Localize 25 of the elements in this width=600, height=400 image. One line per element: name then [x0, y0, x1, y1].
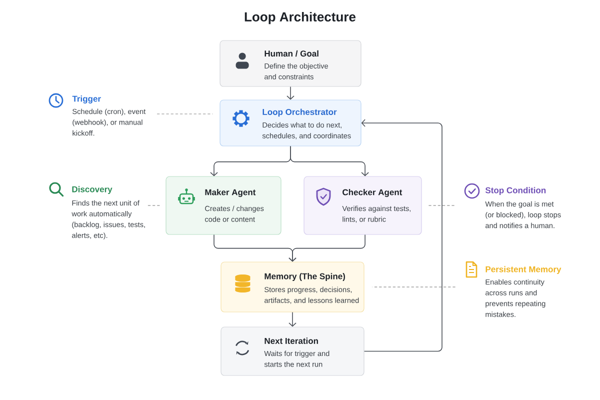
note-title: Discovery	[72, 186, 112, 194]
note-title: Stop Condition	[485, 187, 546, 195]
process-box	[220, 100, 362, 146]
note-title: Trigger	[72, 96, 101, 104]
box-title: Memory (The Spine)	[264, 273, 345, 281]
process-box	[220, 326, 364, 376]
box-title: Loop Orchestrator	[262, 108, 337, 117]
box-title: Next Iteration	[264, 338, 318, 344]
box-title: Checker Agent	[342, 189, 402, 197]
note-title: Persistent Memory	[486, 266, 562, 274]
dashed-line	[372, 286, 456, 288]
box-title: Human / Goal	[264, 50, 318, 57]
arrow	[361, 119, 442, 352]
process-box	[304, 176, 422, 235]
arrow	[290, 146, 369, 176]
dashed-line	[427, 205, 455, 206]
dashed-line	[148, 205, 160, 206]
process-box	[166, 176, 282, 235]
arrow	[288, 234, 366, 262]
arrow	[288, 312, 296, 327]
process-box	[220, 40, 362, 87]
diagram-title: Loop Architecture	[244, 12, 356, 24]
process-box	[220, 262, 364, 312]
box-title: Maker Agent	[205, 189, 256, 197]
arrow	[286, 86, 294, 100]
